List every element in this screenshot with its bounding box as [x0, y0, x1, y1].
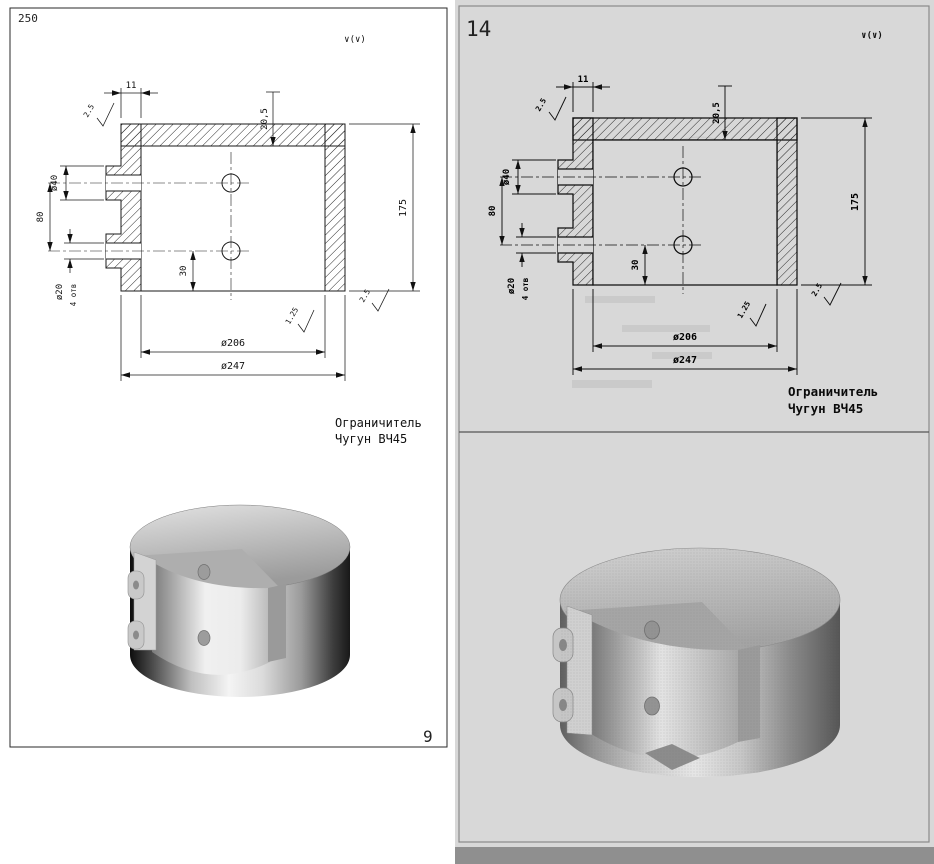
scan-bottom-strip	[455, 847, 934, 864]
left-page-border	[9, 7, 448, 748]
svg-text:ø20: ø20	[507, 278, 517, 294]
upper-lug-hole	[106, 175, 141, 191]
inner-hole-lower	[197, 630, 211, 646]
svg-text:ø40: ø40	[50, 175, 60, 191]
dim-dia-20: ø20 4 отв	[55, 229, 104, 306]
dim-175: 175	[801, 117, 872, 286]
right-page-border	[458, 5, 930, 843]
left-section-drawing: 11 20,5 2.5 ø40 80	[36, 81, 420, 381]
svg-text:175: 175	[850, 193, 861, 211]
svg-text:ø206: ø206	[221, 338, 245, 349]
svg-text:20,5: 20,5	[712, 102, 722, 124]
dim-dia-20: ø20 4 отв	[507, 223, 556, 300]
upper-lug-hole	[558, 169, 593, 185]
left-page: 250 ∨(∨) 11	[0, 0, 455, 864]
svg-text:4 отв: 4 отв	[69, 284, 78, 307]
dim-20-5: 20,5	[260, 91, 288, 147]
halftone-overlay-body	[560, 600, 840, 777]
dim-11: 11	[104, 81, 158, 118]
svg-text:30: 30	[179, 266, 189, 277]
svg-text:30: 30	[631, 260, 641, 271]
dim-80: 80	[488, 177, 505, 245]
top-wall-hatched	[120, 123, 346, 147]
svg-text:ø20: ø20	[55, 284, 65, 300]
svg-text:11: 11	[126, 81, 137, 91]
svg-text:ø247: ø247	[673, 355, 697, 366]
left-part-name: Ограничитель	[335, 416, 422, 430]
right-section-drawing: 11 20,5 2.5 ø40 80	[488, 75, 872, 375]
dim-dia-247: ø247	[572, 289, 798, 375]
dim-dia-206: ø206	[140, 295, 326, 358]
halftone-overlay-top	[560, 548, 840, 652]
interior-cavity	[592, 139, 778, 286]
left-figure-number: 9	[423, 727, 433, 746]
svg-text:ø247: ø247	[221, 361, 245, 372]
right-page: 14 ∨(∨) 11	[455, 0, 934, 864]
svg-text:ø40: ø40	[502, 169, 512, 185]
dim-80: 80	[36, 183, 53, 251]
dim-11: 11	[556, 75, 610, 112]
inner-wall	[152, 562, 270, 675]
svg-text:11: 11	[578, 75, 589, 85]
svg-text:ø206: ø206	[673, 332, 697, 343]
lug-hole-upper	[133, 580, 139, 590]
right-cut-face	[268, 584, 286, 662]
dim-20-5: 20,5	[712, 85, 740, 141]
dim-30: 30	[631, 245, 648, 285]
left-page-number: 250	[18, 12, 38, 25]
dim-175: 175	[349, 123, 420, 292]
inner-hole-upper	[197, 564, 211, 580]
lug-hole-lower	[133, 630, 139, 640]
dim-30: 30	[179, 251, 196, 291]
right-page-number: 14	[466, 17, 491, 41]
dim-dia-206: ø206	[592, 289, 778, 352]
top-wall-hatched	[572, 117, 798, 141]
svg-text:80: 80	[488, 206, 498, 217]
svg-text:20,5: 20,5	[260, 108, 270, 130]
svg-text:4 отв: 4 отв	[521, 277, 530, 300]
right-part-material: Чугун ВЧ45	[788, 401, 863, 416]
svg-text:175: 175	[398, 199, 409, 217]
left-part-material: Чугун ВЧ45	[335, 432, 407, 446]
dim-dia-40: ø40	[502, 159, 556, 195]
right-wall-hatched	[776, 117, 798, 286]
left-finish-mark: ∨(∨)	[344, 35, 366, 45]
interior-cavity	[140, 145, 326, 292]
lower-lug-hole	[106, 243, 141, 259]
right-part-name: Ограничитель	[788, 384, 878, 399]
lower-lug-hole	[558, 237, 593, 253]
right-3d-view	[552, 547, 841, 777]
dim-dia-247: ø247	[120, 295, 346, 381]
right-finish-mark: ∨(∨)	[861, 31, 883, 41]
right-wall-hatched	[324, 123, 346, 292]
left-3d-view	[127, 504, 351, 697]
svg-text:80: 80	[36, 212, 46, 223]
dim-dia-40: ø40	[50, 165, 104, 201]
